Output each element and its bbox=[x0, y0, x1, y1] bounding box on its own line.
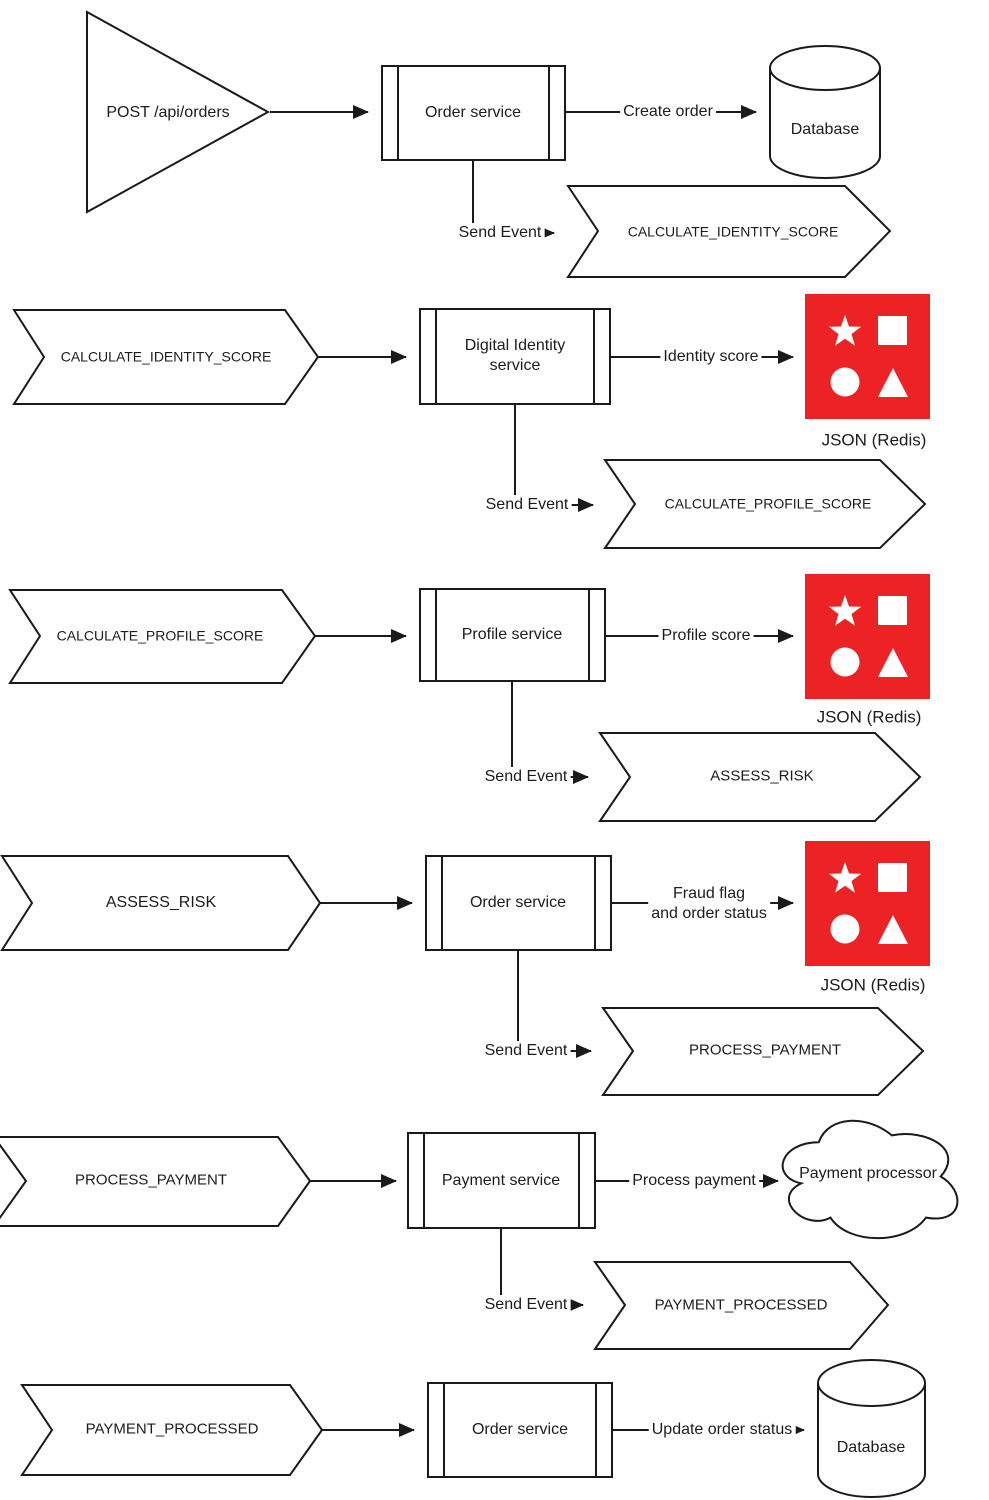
service-label-digital-identity: Digital Identity service bbox=[464, 337, 566, 374]
cloud-label-payment-processor: Payment processor bbox=[799, 1165, 937, 1182]
event-label-out-3: ASSESS_RISK bbox=[710, 767, 814, 785]
cloud-payment-processor bbox=[781, 1119, 959, 1240]
edge-label-send-event-3: Send Event bbox=[481, 767, 571, 787]
edge-label-fraud-flag-line1: Fraud flag bbox=[672, 885, 746, 902]
event-label-out-5: PAYMENT_PROCESSED bbox=[654, 1296, 828, 1314]
event-chevron-in-4 bbox=[0, 855, 322, 951]
service-label-order-2: Order service bbox=[469, 894, 567, 911]
event-label-out-1: CALCULATE_IDENTITY_SCORE bbox=[627, 223, 839, 240]
arrow-send-event-2 bbox=[514, 404, 594, 512]
service-box-profile bbox=[419, 588, 606, 682]
http-trigger-triangle bbox=[86, 10, 271, 214]
service-label-order-3: Order service bbox=[471, 1421, 569, 1438]
edge-label-identity-score: Identity score bbox=[660, 347, 762, 367]
edge-label-fraud-flag-line2: and order status bbox=[651, 905, 767, 922]
edge-label-process-payment: Process payment bbox=[629, 1171, 759, 1191]
service-box-digital-identity bbox=[419, 308, 611, 405]
event-label-in-4: ASSESS_RISK bbox=[105, 894, 217, 911]
service-label-profile: Profile service bbox=[461, 626, 563, 643]
database-label-2: Database bbox=[836, 1439, 906, 1456]
event-label-in-5: PROCESS_PAYMENT bbox=[75, 1171, 227, 1189]
edge-label-fraud-flag: Fraud flag and order status bbox=[648, 884, 770, 924]
event-chevron-in-6 bbox=[20, 1384, 324, 1476]
database-cylinder-2 bbox=[817, 1359, 926, 1498]
event-label-in-6: PAYMENT_PROCESSED bbox=[85, 1420, 259, 1438]
redis-label-4: JSON (Redis) bbox=[820, 975, 926, 995]
arrow-send-event-4 bbox=[517, 950, 592, 1058]
arrow-send-event-5 bbox=[500, 1228, 584, 1312]
event-chevron-out-1 bbox=[566, 185, 892, 278]
redis-json-icon-2 bbox=[805, 294, 930, 419]
database-label-1: Database bbox=[790, 121, 860, 138]
service-label-payment: Payment service bbox=[441, 1172, 561, 1189]
event-chevron-in-2 bbox=[12, 309, 320, 405]
edge-label-create-order: Create order bbox=[620, 102, 716, 122]
edge-label-send-event-1: Send Event bbox=[455, 223, 545, 243]
arrow-send-event-3 bbox=[511, 681, 589, 784]
trigger-label: POST /api/orders bbox=[106, 104, 230, 121]
edge-label-send-event-5: Send Event bbox=[481, 1295, 571, 1315]
database-cylinder-1 bbox=[769, 45, 881, 179]
redis-json-icon-4 bbox=[805, 841, 930, 966]
event-label-in-2: CALCULATE_IDENTITY_SCORE bbox=[60, 348, 272, 365]
edge-label-send-event-4: Send Event bbox=[481, 1041, 571, 1061]
event-chevron-out-3 bbox=[598, 732, 922, 822]
service-box-order-1 bbox=[381, 65, 566, 161]
service-box-order-3 bbox=[427, 1382, 613, 1478]
event-chevron-in-3 bbox=[8, 589, 317, 684]
redis-label-3: JSON (Redis) bbox=[816, 707, 922, 727]
service-box-payment bbox=[407, 1132, 596, 1229]
service-label-order-1: Order service bbox=[424, 104, 522, 121]
event-chevron-out-5 bbox=[593, 1261, 890, 1350]
event-chevron-in-5 bbox=[0, 1136, 312, 1227]
event-chevron-out-2 bbox=[603, 459, 927, 549]
redis-label-2: JSON (Redis) bbox=[821, 430, 927, 450]
event-label-out-4: PROCESS_PAYMENT bbox=[689, 1041, 841, 1059]
redis-json-icon-3 bbox=[805, 574, 930, 699]
event-label-in-3: CALCULATE_PROFILE_SCORE bbox=[56, 627, 264, 644]
event-label-out-2: CALCULATE_PROFILE_SCORE bbox=[664, 495, 872, 512]
edge-label-profile-score: Profile score bbox=[658, 626, 754, 646]
edge-label-update-order-status: Update order status bbox=[648, 1420, 796, 1440]
event-chevron-out-4 bbox=[601, 1007, 925, 1096]
edge-label-send-event-2: Send Event bbox=[482, 495, 572, 515]
